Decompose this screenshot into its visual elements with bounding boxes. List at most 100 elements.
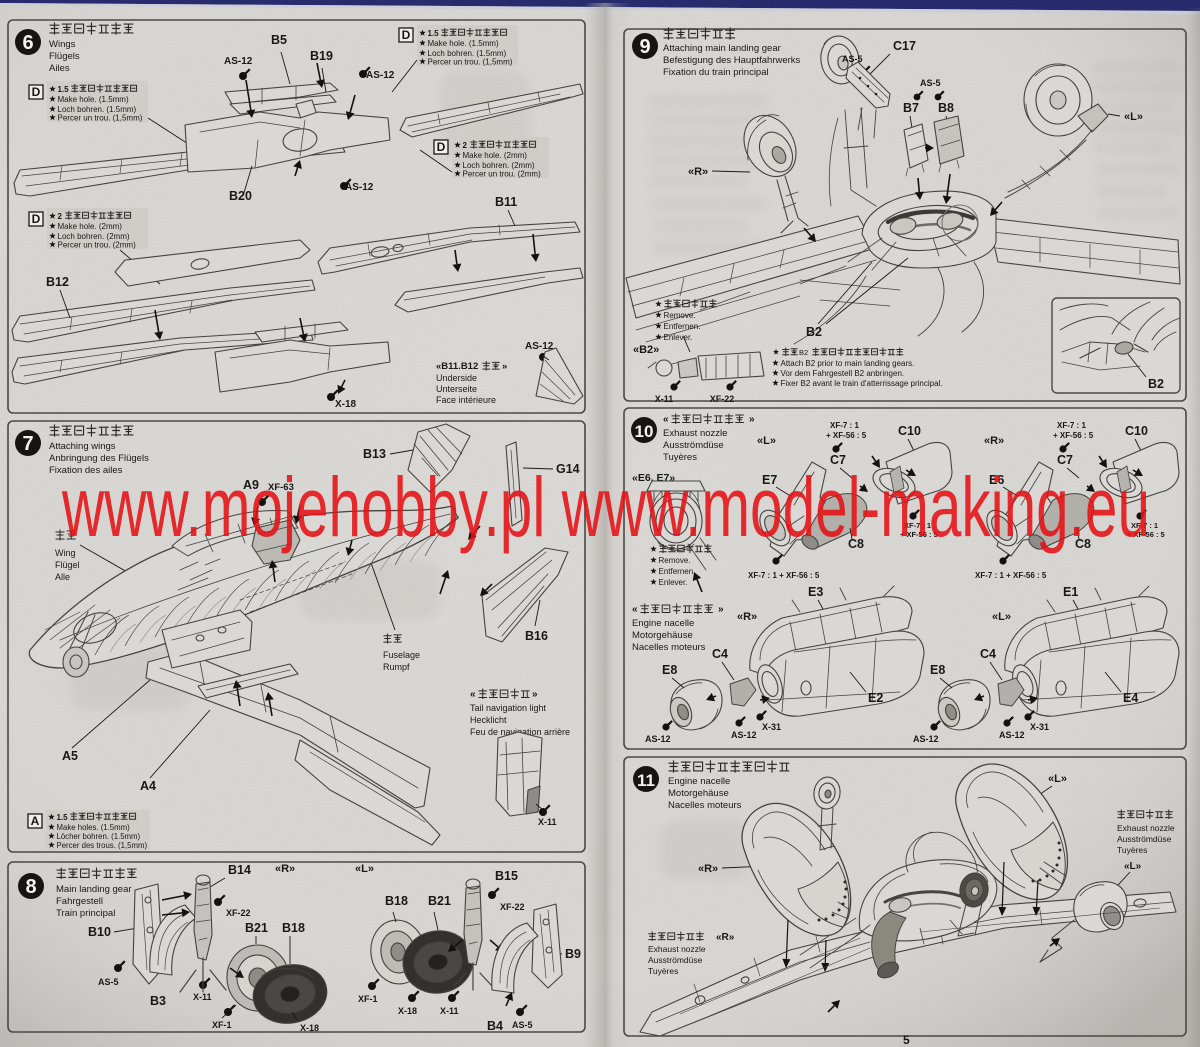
svg-text:»: » (718, 604, 724, 615)
svg-text:Tuyères: Tuyères (663, 452, 697, 463)
svg-text:Make hole. (2mm): Make hole. (2mm) (58, 222, 123, 231)
svg-text:D: D (402, 28, 411, 42)
svg-text:«B11.B12: «B11.B12 (436, 361, 478, 372)
svg-text:Motorgehäuse: Motorgehäuse (668, 788, 729, 799)
svg-text:E8: E8 (930, 663, 945, 677)
svg-text:AS-12: AS-12 (645, 734, 671, 744)
svg-text:C4: C4 (980, 647, 996, 661)
svg-text:XF-7 : 1: XF-7 : 1 (904, 521, 931, 530)
svg-text:B20: B20 (229, 189, 252, 203)
svg-text:«L»: «L» (992, 611, 1011, 623)
svg-text:«R»: «R» (688, 166, 708, 178)
svg-text:AS-12: AS-12 (366, 70, 395, 81)
svg-text:AS-12: AS-12 (913, 734, 939, 744)
svg-text:B4: B4 (487, 1019, 503, 1033)
svg-text:XF-1: XF-1 (212, 1020, 232, 1030)
svg-text:AS-12: AS-12 (345, 182, 374, 193)
svg-text:Ausströmdüse: Ausströmdüse (1117, 834, 1172, 844)
svg-text:B3: B3 (150, 994, 166, 1008)
svg-text:Fixation du train principal: Fixation du train principal (663, 67, 769, 78)
svg-text:B2: B2 (799, 348, 808, 357)
svg-text:B16: B16 (525, 629, 548, 643)
svg-text:Tuyères: Tuyères (1117, 845, 1147, 855)
svg-text:AS-12: AS-12 (731, 730, 757, 740)
svg-text:Flügels: Flügels (49, 51, 80, 62)
svg-text:2: 2 (463, 141, 468, 150)
svg-text:D: D (32, 212, 41, 226)
svg-text:XF-22: XF-22 (226, 908, 251, 918)
svg-text:Flügel: Flügel (55, 560, 80, 570)
svg-text:XF-7 : 1: XF-7 : 1 (830, 421, 859, 430)
svg-text:Percer un trou. (1,5mm): Percer un trou. (1,5mm) (428, 58, 513, 67)
svg-text:«L»: «L» (1124, 111, 1143, 123)
svg-text:XF-7 : 1 + XF-56 : 5: XF-7 : 1 + XF-56 : 5 (748, 571, 820, 580)
svg-text:+ XF-56 : 5: + XF-56 : 5 (826, 431, 867, 440)
svg-text:E8: E8 (662, 663, 677, 677)
svg-text:E6: E6 (989, 473, 1004, 487)
svg-text:Fuselage: Fuselage (383, 650, 420, 660)
svg-text:A4: A4 (140, 779, 156, 793)
svg-text:2: 2 (58, 212, 63, 221)
svg-text:C4: C4 (712, 647, 728, 661)
svg-text:1.5: 1.5 (428, 29, 440, 38)
svg-text:Remove.: Remove. (659, 556, 691, 565)
svg-text:E2: E2 (868, 691, 883, 705)
svg-text:«: « (632, 604, 638, 615)
svg-text:X-11: X-11 (193, 992, 212, 1002)
svg-text:XF-1: XF-1 (358, 994, 378, 1004)
svg-text:Wing: Wing (55, 548, 76, 558)
svg-text:»: » (532, 689, 538, 700)
svg-text:AS-5: AS-5 (920, 78, 941, 88)
svg-text:Percer un trou. (2mm): Percer un trou. (2mm) (463, 170, 542, 179)
svg-text:B18: B18 (282, 921, 305, 935)
svg-text:Anbringung des Flügels: Anbringung des Flügels (49, 453, 149, 464)
svg-text:B14: B14 (228, 863, 251, 877)
svg-text:Fixation des ailes: Fixation des ailes (49, 465, 123, 476)
svg-text:«: « (663, 414, 669, 425)
svg-text:«R»: «R» (737, 611, 757, 623)
svg-text:Face intérieure: Face intérieure (436, 395, 496, 405)
svg-text:E1: E1 (1063, 585, 1078, 599)
svg-text:Rumpf: Rumpf (383, 662, 410, 672)
svg-text:Entfernen.: Entfernen. (664, 322, 701, 331)
svg-text:XF-22: XF-22 (500, 902, 525, 912)
svg-text:A5: A5 (62, 749, 78, 763)
svg-text:C8: C8 (848, 537, 864, 551)
svg-text:C10: C10 (898, 424, 921, 438)
svg-text:C10: C10 (1125, 424, 1148, 438)
svg-text:7: 7 (22, 433, 33, 455)
svg-text:«R»: «R» (716, 932, 735, 943)
svg-text:Wings: Wings (49, 39, 76, 50)
svg-text:B15: B15 (495, 869, 518, 883)
svg-text:«L»: «L» (355, 863, 374, 875)
svg-text:Remove.: Remove. (664, 311, 696, 320)
svg-text:B2: B2 (806, 325, 822, 339)
svg-text:«R»: «R» (275, 863, 295, 875)
svg-text:E3: E3 (808, 585, 823, 599)
svg-text:Underside: Underside (436, 373, 477, 383)
svg-text:www.mojehobby.pl www.model-mak: www.mojehobby.pl www.model-making.eu (61, 460, 1150, 554)
svg-text:Tail navigation light: Tail navigation light (470, 703, 547, 713)
svg-text:AS-12: AS-12 (525, 341, 554, 352)
svg-text:»: » (749, 414, 755, 425)
svg-text:6: 6 (22, 32, 33, 54)
svg-text:Nacelles moteurs: Nacelles moteurs (668, 800, 742, 811)
svg-text:Exhaust nozzle: Exhaust nozzle (663, 428, 727, 439)
svg-text:«R»: «R» (698, 863, 718, 875)
svg-text:B9: B9 (565, 947, 581, 961)
svg-text:E4: E4 (1123, 691, 1138, 705)
svg-text:X-11: X-11 (440, 1006, 459, 1016)
svg-text:Löcher bohren. (1.5mm): Löcher bohren. (1.5mm) (57, 832, 141, 841)
svg-text:11: 11 (637, 771, 655, 790)
svg-text:XF-63: XF-63 (268, 482, 294, 493)
svg-text:Attach B2 prior to main landin: Attach B2 prior to main landing gears. (781, 359, 915, 368)
svg-text:«R»: «R» (984, 435, 1004, 447)
svg-text:B7: B7 (903, 101, 919, 115)
svg-text:XF-7 : 1: XF-7 : 1 (1057, 421, 1086, 430)
svg-text:Engine nacelle: Engine nacelle (668, 776, 730, 787)
svg-text:Percer des trous. (1,5mm): Percer des trous. (1,5mm) (57, 841, 148, 850)
svg-text:Engine nacelle: Engine nacelle (632, 618, 694, 629)
svg-text:5: 5 (903, 1033, 910, 1047)
svg-text:Ausströmdüse: Ausströmdüse (663, 440, 724, 451)
svg-text:AS-5: AS-5 (98, 977, 119, 987)
